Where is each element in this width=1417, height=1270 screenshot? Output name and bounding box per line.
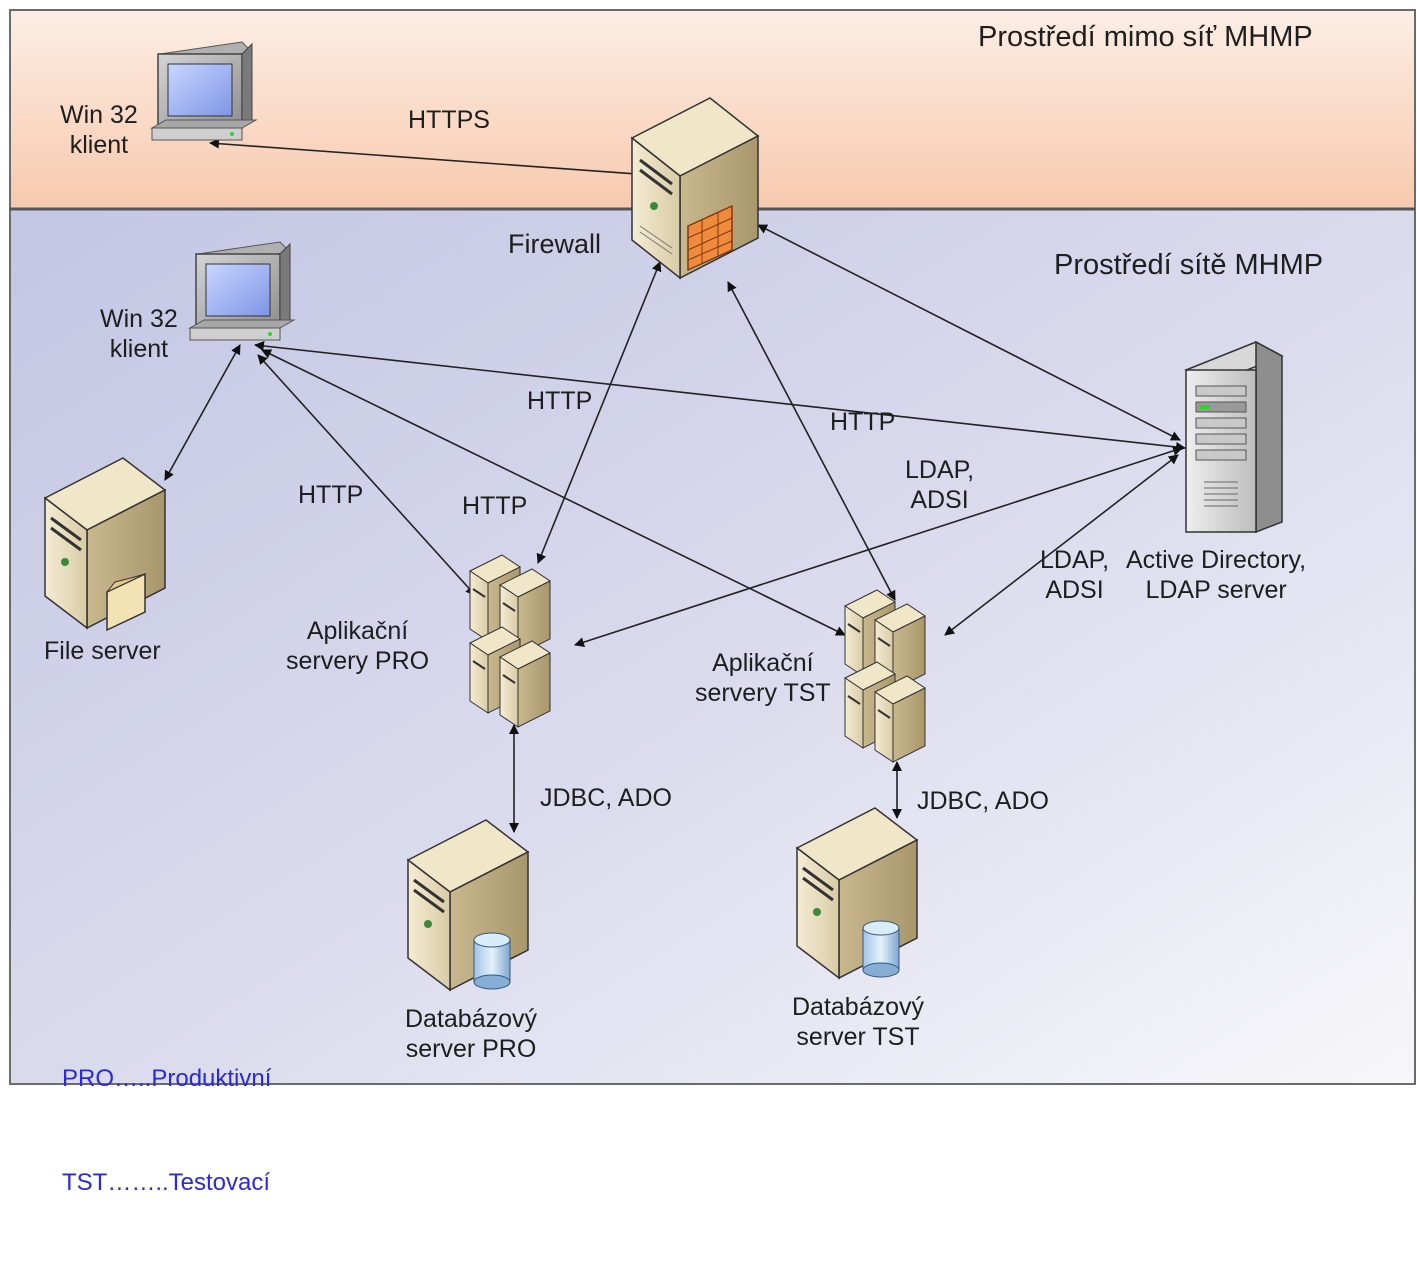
app-servers-tst-icon (844, 589, 926, 763)
network-diagram (9, 9, 1416, 1085)
edge-ad-apptst (944, 454, 1179, 636)
file-server-label: File server (44, 637, 161, 665)
legend: PRO…..Produktivní TST……..Testovací (62, 992, 271, 1270)
database-server-tst-icon (795, 807, 919, 980)
edge-label-http-3: HTTP (298, 481, 364, 509)
edge-label-https: HTTPS (408, 106, 490, 134)
connections (164, 138, 1186, 833)
app-servers-pro-icon (469, 554, 551, 728)
database-server-pro-icon (406, 819, 530, 992)
zone-outside-title: Prostředí mimo síť MHMP (978, 21, 1313, 53)
win32-external-label: Win 32 klient (60, 101, 138, 159)
edge-label-http-1: HTTP (527, 387, 593, 415)
edge-label-jdbc-pro: JDBC, ADO (540, 784, 672, 812)
win32-external-icon (150, 41, 258, 141)
edge-client-fileserver (164, 344, 241, 481)
file-server-icon (43, 457, 167, 632)
app-servers-tst-label: Aplikační servery TST (695, 649, 831, 707)
edge-label-http-4: HTTP (462, 492, 528, 520)
edge-label-jdbc-tst: JDBC, ADO (917, 787, 1049, 815)
legend-line-tst: TST……..Testovací (62, 1168, 271, 1196)
diagram-stage: Prostředí mimo síť MHMP Prostředí sítě M… (9, 9, 1416, 1196)
edge-label-ldap-1: LDAP, ADSI (905, 456, 975, 514)
database-server-pro-label: Databázový server PRO (405, 1005, 538, 1063)
firewall-label: Firewall (508, 229, 602, 259)
win32-internal-icon (188, 241, 296, 341)
app-servers-pro-label: Aplikační servery PRO (286, 617, 430, 675)
active-directory-server-icon (1184, 340, 1284, 534)
active-directory-label: Active Directory, LDAP server (1126, 546, 1307, 604)
database-server-tst-label: Databázový server TST (792, 993, 925, 1051)
legend-line-pro: PRO…..Produktivní (62, 1064, 272, 1092)
firewall-icon (630, 97, 760, 280)
edge-https (209, 138, 651, 176)
win32-internal-label: Win 32 klient (100, 305, 178, 363)
edge-label-http-2: HTTP (830, 408, 896, 436)
edge-label-ldap-2: LDAP, ADSI (1040, 546, 1110, 604)
zone-inside-title: Prostředí sítě MHMP (1054, 249, 1324, 281)
